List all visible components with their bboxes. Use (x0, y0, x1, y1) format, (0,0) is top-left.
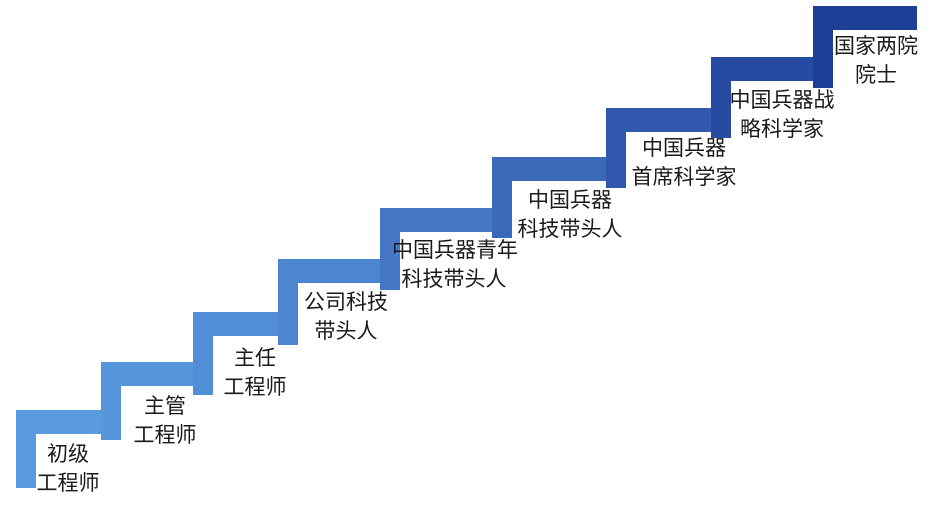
step-2-tread (101, 362, 211, 386)
step-6-line2: 科技带头人 (517, 217, 623, 241)
step-8-line2: 略科学家 (740, 117, 824, 141)
step-label-5: 中国兵器青年 科技带头人 (392, 236, 518, 294)
step-label-7: 中国兵器 首席科学家 (622, 134, 746, 192)
step-4-line1: 公司科技 (304, 290, 388, 314)
step-label-4: 公司科技 带头人 (298, 288, 394, 346)
step-8-tread (711, 57, 831, 81)
step-label-2: 主管 工程师 (120, 392, 210, 450)
step-4-tread (278, 259, 398, 283)
step-2-line2: 工程师 (133, 423, 197, 447)
step-5-line2: 科技带头人 (401, 267, 507, 291)
step-label-8: 中国兵器战 略科学家 (724, 86, 840, 144)
step-5-tread (380, 208, 510, 232)
step-3-line1: 主任 (234, 346, 276, 370)
step-2-line1: 主管 (144, 394, 186, 418)
step-8-line1: 中国兵器战 (729, 88, 835, 112)
step-7-tread (606, 108, 730, 132)
step-1-line1: 初级 (47, 442, 89, 466)
step-9-tread (813, 6, 917, 30)
step-5-line1: 中国兵器青年 (392, 238, 518, 262)
step-label-6: 中国兵器 科技带头人 (508, 186, 632, 244)
step-4-line2: 带头人 (314, 319, 378, 343)
step-label-1: 初级 工程师 (28, 440, 108, 498)
step-9-line1: 国家两院 (834, 34, 918, 58)
step-6-tread (492, 157, 622, 181)
step-label-9: 国家两院 院士 (826, 32, 926, 90)
step-7-line1: 中国兵器 (642, 136, 726, 160)
step-9-line2: 院士 (855, 63, 897, 87)
step-7-line2: 首席科学家 (631, 165, 737, 189)
step-3-line2: 工程师 (223, 375, 287, 399)
step-6-line1: 中国兵器 (528, 188, 612, 212)
step-1-line2: 工程师 (36, 471, 100, 495)
step-label-3: 主任 工程师 (210, 344, 300, 402)
